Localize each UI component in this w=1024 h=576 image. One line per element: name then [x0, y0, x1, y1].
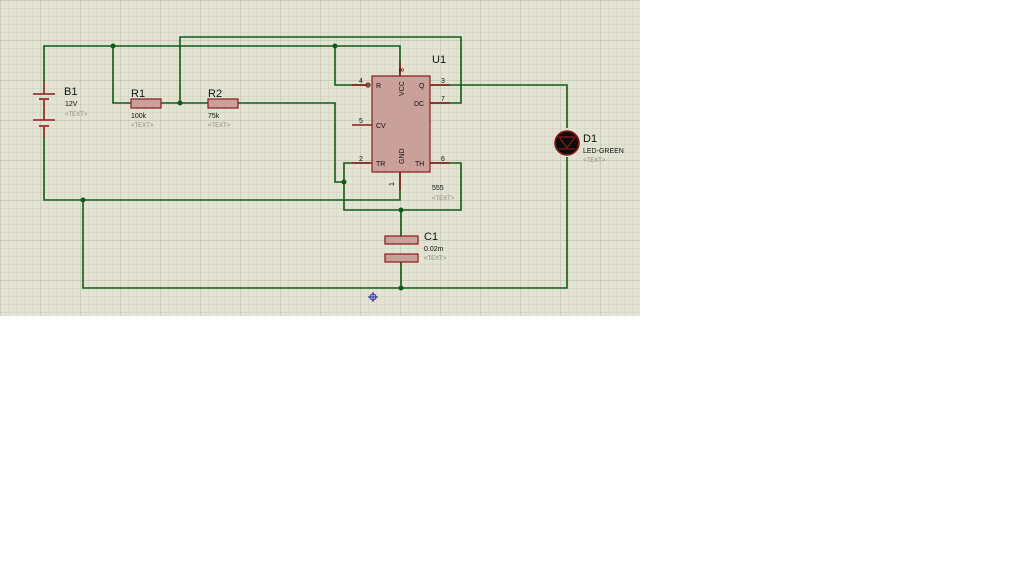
pin-label-gnd: GND [399, 148, 406, 164]
junction-dot [80, 197, 86, 203]
r2-ref: R2 [208, 88, 222, 100]
led-arrow-icon [557, 136, 577, 150]
c1-text-placeholder: <TEXT> [424, 256, 447, 262]
wire-vcc-rail[interactable] [43, 45, 401, 82]
grid-lines [0, 0, 640, 316]
pin-label-dc: DC [414, 101, 424, 108]
wire-led-return[interactable] [82, 157, 568, 289]
led-d1[interactable]: D1 LED-GREEN <TEXT> [554, 130, 624, 164]
u1-ref: U1 [432, 54, 446, 66]
junction-dot [341, 179, 347, 185]
pin-label-r: R [376, 83, 381, 90]
junction-dot [110, 43, 116, 49]
r2-value: 75k [208, 113, 220, 120]
u1-text-placeholder: <TEXT> [432, 196, 455, 202]
d1-ref: D1 [583, 133, 597, 145]
u1-part: 555 [432, 185, 444, 192]
battery-b1[interactable]: B1 12V <TEXT> [33, 82, 88, 138]
capacitor-c1-plate-top[interactable] [384, 235, 419, 245]
pin-number-8: 8 [397, 68, 404, 72]
resistor-r1[interactable]: R1 100k <TEXT> [130, 88, 162, 129]
pin-label-vcc: VCC [399, 81, 406, 96]
c1-ref: C1 [424, 231, 438, 243]
pin-label-cv: CV [376, 123, 386, 130]
battery-text-placeholder: <TEXT> [65, 112, 88, 118]
led-d1-body[interactable] [554, 130, 580, 156]
ic-u1-body[interactable] [371, 75, 431, 173]
junctions [80, 43, 404, 291]
pin-number-4: 4 [359, 78, 363, 85]
r1-value: 100k [131, 113, 147, 120]
pin-label-tr: TR [376, 161, 385, 168]
r2-text-placeholder: <TEXT> [208, 123, 231, 129]
junction-dot [177, 100, 183, 106]
pin-label-q: Q [419, 83, 425, 90]
pin-number-7: 7 [441, 96, 445, 103]
pin-number-6: 6 [441, 156, 445, 163]
pin-number-5: 5 [359, 118, 363, 125]
wire-threshold[interactable] [343, 162, 462, 211]
pin-number-2: 2 [359, 156, 363, 163]
resistor-r2[interactable]: R2 75k <TEXT> [207, 88, 239, 129]
wire-r2-trigger[interactable] [238, 102, 370, 183]
battery-value: 12V [65, 101, 78, 108]
r1-text-placeholder: <TEXT> [131, 123, 154, 129]
resistor-r1-body[interactable] [130, 98, 162, 109]
pin-label-th: TH [415, 161, 424, 168]
battery-ref: B1 [64, 86, 77, 98]
wires[interactable] [43, 36, 568, 289]
resistor-r2-body[interactable] [207, 98, 239, 109]
wire-r1-vcc[interactable] [112, 46, 131, 104]
wire-dc-node[interactable] [179, 36, 462, 104]
junction-dot [398, 207, 404, 213]
ic-u1-555[interactable]: R CV TR Q DC TH VCC GND 4 5 2 3 7 6 8 1 … [352, 54, 455, 202]
d1-text-placeholder: <TEXT> [583, 158, 606, 164]
capacitor-c1[interactable]: C1 0.02m <TEXT> [384, 231, 447, 263]
origin-crosshair-icon [368, 292, 378, 302]
pin-number-1: 1 [389, 182, 396, 186]
wire-output[interactable] [430, 84, 568, 128]
junction-dot [398, 285, 404, 291]
pin-number-3: 3 [441, 78, 445, 85]
d1-value: LED-GREEN [583, 148, 624, 155]
r1-ref: R1 [131, 88, 145, 100]
c1-value: 0.02m [424, 246, 444, 253]
junction-dot [332, 43, 338, 49]
capacitor-c1-plate-bottom[interactable] [384, 253, 419, 263]
